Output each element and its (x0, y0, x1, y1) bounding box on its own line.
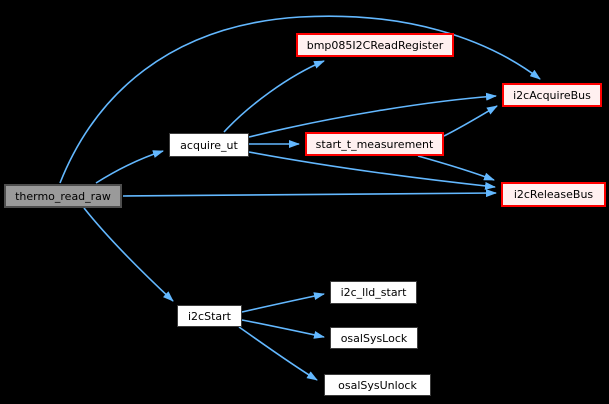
node-start_t_measurement[interactable]: start_t_measurement (305, 132, 444, 156)
node-osalSysLock[interactable]: osalSysLock (330, 327, 418, 349)
edge-acquire_ut-to-bmp085I2CReadRegister (223, 60, 325, 133)
edge-i2cStart-to-i2c_lld_start (241, 292, 325, 313)
edge-acquire_ut-to-i2cAcquireBus (248, 92, 497, 138)
node-thermo_read_raw: thermo_read_raw (4, 184, 122, 208)
node-i2cReleaseBus[interactable]: i2cReleaseBus (501, 182, 606, 207)
edge-thermo_read_raw-to-acquire_ut (95, 150, 164, 184)
edge-i2cStart-to-osalSysLock (241, 319, 325, 339)
edge-acquire_ut-to-i2cReleaseBus (248, 151, 496, 190)
node-i2cAcquireBus[interactable]: i2cAcquireBus (502, 83, 602, 107)
edge-thermo_read_raw-to-i2cReleaseBus (122, 189, 497, 198)
node-acquire_ut[interactable]: acquire_ut (169, 133, 249, 157)
node-i2cStart[interactable]: i2cStart (177, 305, 242, 327)
edge-i2cStart-to-osalSysUnlock (238, 326, 318, 381)
node-osalSysUnlock[interactable]: osalSysUnlock (324, 374, 431, 396)
edge-start_t_measurement-to-i2cReleaseBus (417, 155, 495, 181)
node-i2c_lld_start[interactable]: i2c_lld_start (330, 281, 417, 304)
node-bmp085I2CReadRegister[interactable]: bmp085I2CReadRegister (296, 33, 454, 57)
edge-start_t_measurement-to-i2cAcquireBus (443, 105, 498, 137)
edge-thermo_read_raw-to-i2cStart (83, 207, 174, 302)
edge-thermo_read_raw-to-i2cAcquireBus (59, 15, 541, 184)
